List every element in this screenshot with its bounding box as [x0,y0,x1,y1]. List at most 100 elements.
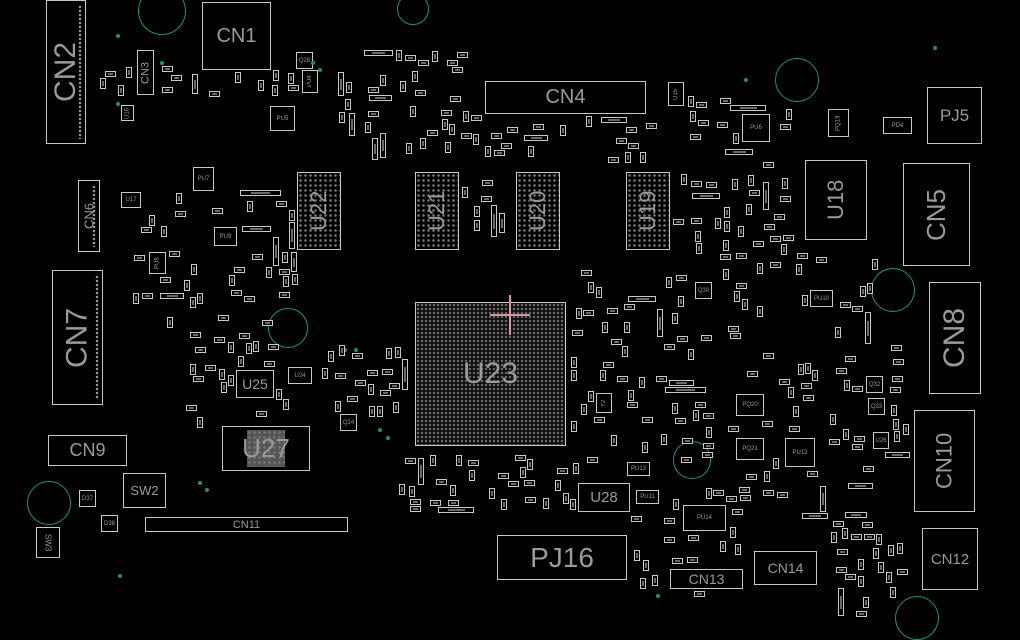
passive-component[interactable] [611,339,622,345]
component-sw2[interactable]: SW2 [123,473,166,508]
passive-component[interactable] [696,102,707,108]
passive-component[interactable] [240,190,281,196]
passive-component[interactable] [246,343,252,354]
passive-component[interactable] [339,112,345,123]
passive-component[interactable] [197,293,203,304]
passive-component[interactable] [335,373,346,379]
passive-component[interactable] [725,149,753,155]
passive-component[interactable] [272,85,278,96]
component-q30[interactable]: Q30 [695,282,712,299]
passive-component[interactable] [560,125,566,136]
passive-component[interactable] [461,133,472,139]
passive-component[interactable] [642,442,648,453]
passive-component[interactable] [746,474,757,480]
component-cn1[interactable]: CN1 [202,2,271,70]
passive-component[interactable] [345,99,351,110]
passive-component[interactable] [626,127,637,133]
passive-component[interactable] [836,567,847,573]
component-u27[interactable]: U27 [222,426,310,471]
passive-component[interactable] [858,559,864,570]
passive-component[interactable] [456,455,462,466]
passive-component[interactable] [576,308,582,319]
passive-component[interactable] [675,418,686,424]
passive-component[interactable] [903,424,909,435]
passive-component[interactable] [161,226,167,237]
passive-component[interactable] [676,275,687,281]
passive-component[interactable] [228,342,234,353]
passive-component[interactable] [571,421,577,432]
component-u22[interactable]: U22 [297,172,341,250]
passive-component[interactable] [657,309,663,337]
passive-component[interactable] [583,310,594,316]
component-pd4[interactable]: PD4 [883,117,912,134]
passive-component[interactable] [661,434,667,445]
passive-component[interactable] [234,267,245,273]
passive-component[interactable] [501,499,507,510]
passive-component[interactable] [688,96,694,107]
passive-component[interactable] [449,124,455,135]
passive-component[interactable] [291,252,297,272]
passive-component[interactable] [418,458,424,485]
passive-component[interactable] [781,244,787,255]
passive-component[interactable] [860,286,866,297]
passive-component[interactable] [555,480,561,491]
passive-component[interactable] [627,402,638,408]
passive-component[interactable] [603,362,614,368]
component-q24[interactable]: Q24 [340,414,357,431]
passive-component[interactable] [617,376,628,382]
passive-component[interactable] [276,201,287,207]
passive-component[interactable] [757,263,763,274]
passive-component[interactable] [406,143,412,154]
passive-component[interactable] [681,174,687,185]
passive-component[interactable] [770,236,781,242]
component-cn7[interactable]: CN7 [52,270,103,405]
component-pq21[interactable]: PQ21 [736,438,764,460]
component-cn13[interactable]: CN13 [670,569,743,589]
passive-component[interactable] [596,287,602,298]
passive-component[interactable] [672,403,678,414]
passive-component[interactable] [524,135,548,141]
component-sw3[interactable]: SW3 [36,527,60,558]
component-u19[interactable]: U19 [626,172,670,250]
passive-component[interactable] [405,458,416,464]
passive-component[interactable] [268,344,279,350]
passive-component[interactable] [276,389,282,400]
passive-component[interactable] [581,270,592,276]
passive-component[interactable] [782,178,788,189]
passive-component[interactable] [748,175,754,186]
passive-component[interactable] [228,375,234,386]
passive-component[interactable] [628,143,639,149]
passive-component[interactable] [468,460,479,466]
passive-component[interactable] [231,290,242,296]
passive-component[interactable] [724,221,730,232]
passive-component[interactable] [501,143,512,149]
passive-component[interactable] [289,210,295,221]
passive-component[interactable] [242,226,271,232]
passive-component[interactable] [797,253,808,259]
passive-component[interactable] [625,152,631,163]
passive-component[interactable] [118,85,124,96]
passive-component[interactable] [380,133,386,158]
passive-component[interactable] [273,237,279,266]
passive-component[interactable] [450,485,456,496]
passive-component[interactable] [763,353,774,359]
passive-component[interactable] [134,255,145,261]
passive-component[interactable] [672,313,678,324]
passive-component[interactable] [193,376,204,382]
passive-component[interactable] [368,111,379,117]
passive-component[interactable] [264,361,275,367]
passive-component[interactable] [192,74,198,94]
component-pj16[interactable]: PJ16 [497,535,627,580]
passive-component[interactable] [283,276,289,287]
passive-component[interactable] [588,391,594,402]
passive-component[interactable] [852,306,863,312]
passive-component[interactable] [624,304,635,310]
passive-component[interactable] [410,499,421,505]
passive-component[interactable] [563,493,569,504]
passive-component[interactable] [836,368,847,374]
passive-component[interactable] [450,96,461,102]
passive-component[interactable] [885,452,910,458]
passive-component[interactable] [438,507,474,513]
component-cn12[interactable]: CN12 [922,528,978,590]
passive-component[interactable] [400,81,406,92]
